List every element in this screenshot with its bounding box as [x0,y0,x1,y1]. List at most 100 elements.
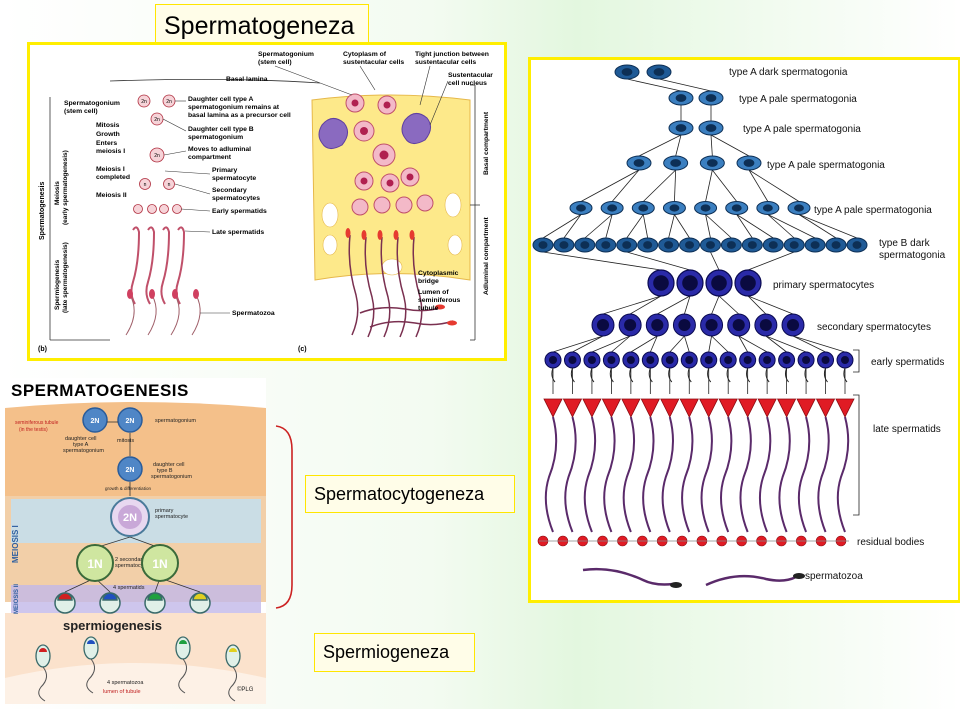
cell-nucleus [638,204,649,212]
lineage-line [626,78,682,92]
lineage-line [657,295,691,315]
cell-nucleus [669,204,680,212]
v-basal: Basal compartment [483,111,490,175]
lineage-line [591,335,631,353]
cell-nucleus [705,94,717,102]
chart-primary2: spermatocyte [155,514,188,520]
cell-nucleus [731,204,742,212]
cell-2n-primary: 2N [123,512,137,524]
late-spermatid-tail [739,416,752,533]
late-spermatid-cell [679,398,699,418]
lineage-line [642,214,649,239]
cell-nucleus [633,159,645,167]
cell-nucleus [665,356,674,364]
chart-secondary2: spermatocytes [115,563,151,569]
lbl-meiosis1-completed-2: completed [96,174,130,181]
spermatid-tail [746,367,751,383]
cell-nucleus [821,356,830,364]
svg-text:2n: 2n [141,99,147,105]
lineage-line [602,295,662,315]
chart-lumen: lumen of tubule [103,689,141,695]
lineage-line [572,335,604,353]
lbl-tight2: sustentacular cells [415,59,476,66]
chart-secondary1: 2 secondary [115,557,145,563]
pyramid-row-label: type A pale spermatogonia [739,94,857,105]
lineage-line [669,335,685,353]
late-spermatid-cell [562,398,583,418]
cell-2n-b: 2N [126,418,135,425]
chart-signature: ©PLG [237,686,254,693]
cell-nucleus [831,241,841,249]
cell-nucleus [724,356,733,364]
cell-nucleus [802,356,811,364]
pyramid-figure: type A dark spermatogonia type A pale spe… [528,57,960,603]
late-spermatid-tail [797,416,811,533]
pyramid-row-label: spermatogonia [879,250,946,261]
chart-spermatids: 4 spermatids [113,585,145,591]
lineage-line [798,214,837,239]
lbl-bridge1: Cytoplasmic [418,270,459,277]
cell-nucleus [705,241,715,249]
page-title: Spermatogeneza [155,4,369,48]
v-meiosis: Meiosis [54,181,61,205]
pyramid-row-label: secondary spermatocytes [817,322,931,333]
late-spermatid-cell [699,398,719,418]
cell-nucleus [576,204,586,212]
chart-mitosis: mitosis [117,438,134,444]
late-spermatid-cell [640,398,660,418]
cell-nucleus [700,204,711,212]
chart-daughter-b2: type B [157,468,173,474]
lbl-meiosis2: Meiosis II [96,192,127,199]
lineage-line [630,335,658,353]
chart-daughter-b1: daughter cell [153,462,185,468]
lineage-line [767,214,816,239]
spermatid-tail [590,367,595,383]
cell-nucleus [743,159,755,167]
lineage-line [747,251,795,271]
lbl-mitosis: Mitosis [96,122,120,129]
cell-nucleus [568,356,577,364]
lineage-line [711,295,720,315]
lineage-line [711,335,729,353]
pyramid-row-label: type A dark spermatogonia [729,67,848,78]
lineage-line [748,169,769,202]
late-spermatid-tail [817,416,830,533]
spermatid-tail [726,367,731,383]
bracket-late [853,394,860,516]
lineage-line [584,214,613,239]
lbl-spermatozoa: Spermatozoa [232,310,275,317]
cell-nucleus [675,94,687,102]
late-spermatid-tail [836,416,850,533]
spermatid-tail [707,367,712,383]
cell-nucleus [789,241,799,249]
late-spermatid-tail [603,416,616,533]
lineage-line [705,214,732,239]
cell-nucleus [768,241,778,249]
cell-nucleus [704,356,713,364]
pyramid-svg: type A dark spermatogonia type A pale spe… [532,64,946,588]
cell-nucleus [675,124,687,132]
chart-daughter-a2: type A [73,442,89,448]
pyramid-row-label: early spermatids [871,357,944,368]
cell-nucleus [682,275,698,291]
chart-meiosis1: MEIOSIS I [11,525,20,563]
tissue-nuclei [318,93,434,216]
lineage-line [675,134,682,157]
lineage-line [563,214,582,239]
late-spermatid-cell [621,398,641,418]
spermatid-tail [668,367,673,383]
late-spermatid-cell [543,398,563,418]
lineage-line [705,169,713,202]
cell-nucleus [670,159,682,167]
lbl-tight1: Tight junction between [415,51,489,58]
lbl-lumen1: Lumen of [418,289,449,296]
chart-growth: growth & differentiation [105,486,151,491]
spermatid-tail [570,367,575,383]
cell-nucleus [841,356,849,364]
lineage-line [626,214,644,239]
pyramid-row-label: late spermatids [873,424,941,435]
cell-nucleus [782,356,791,364]
lbl-growth: Growth [96,131,120,138]
spermiogeneza-label: Spermiogeneza [314,633,475,672]
late-spermatid-tail [720,416,733,533]
